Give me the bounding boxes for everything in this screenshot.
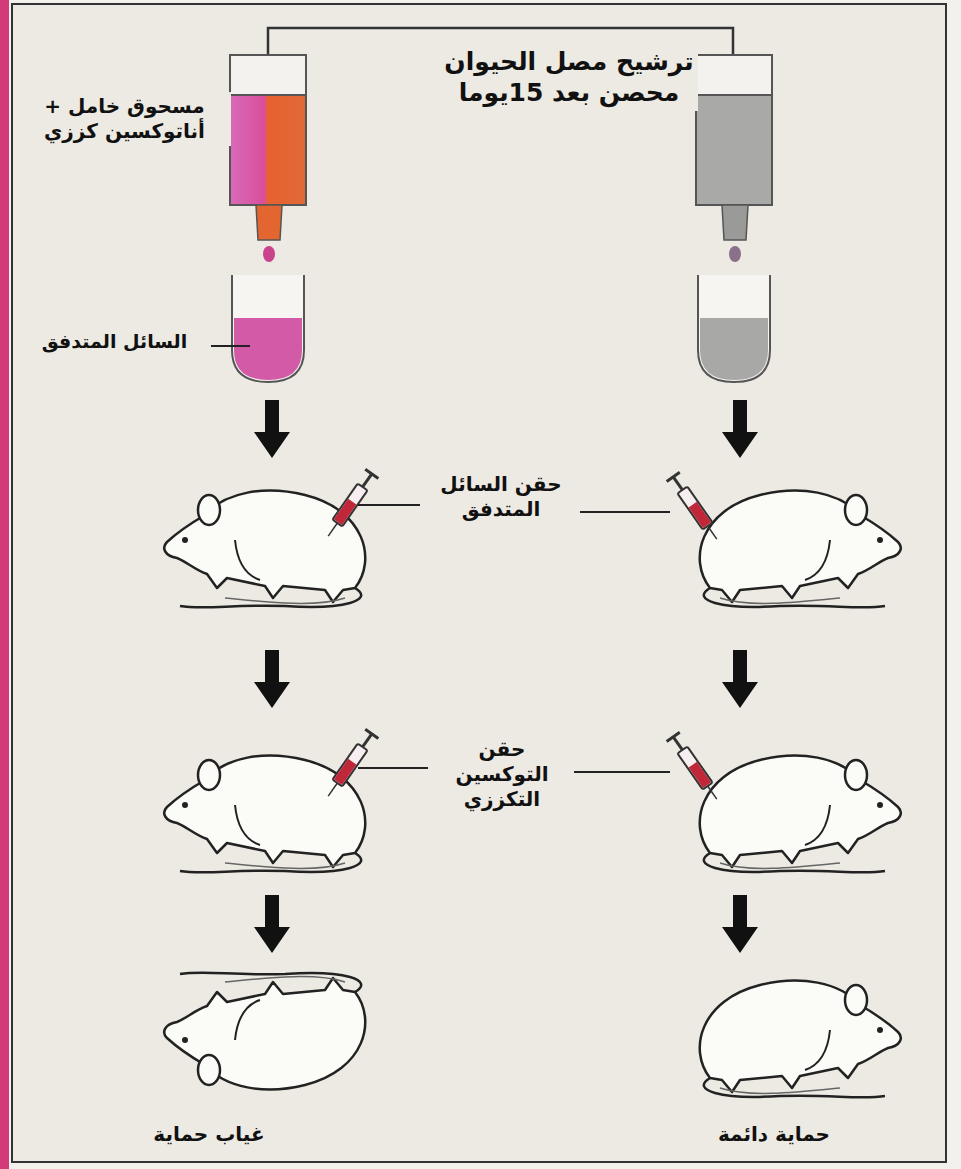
- label: حقن التوكسين التكززي: [430, 735, 574, 814]
- label: حماية دائمة: [695, 1120, 853, 1149]
- label: حقن السائل المتدفق: [422, 470, 580, 524]
- label: غياب حماية: [130, 1120, 288, 1149]
- label: ترشيح مصل الحيوان محصن بعد 15يوما: [440, 44, 698, 111]
- label: السائل المتدفق: [18, 328, 211, 356]
- label: مسحوق خامل + أناتوكسين كززي: [18, 92, 231, 146]
